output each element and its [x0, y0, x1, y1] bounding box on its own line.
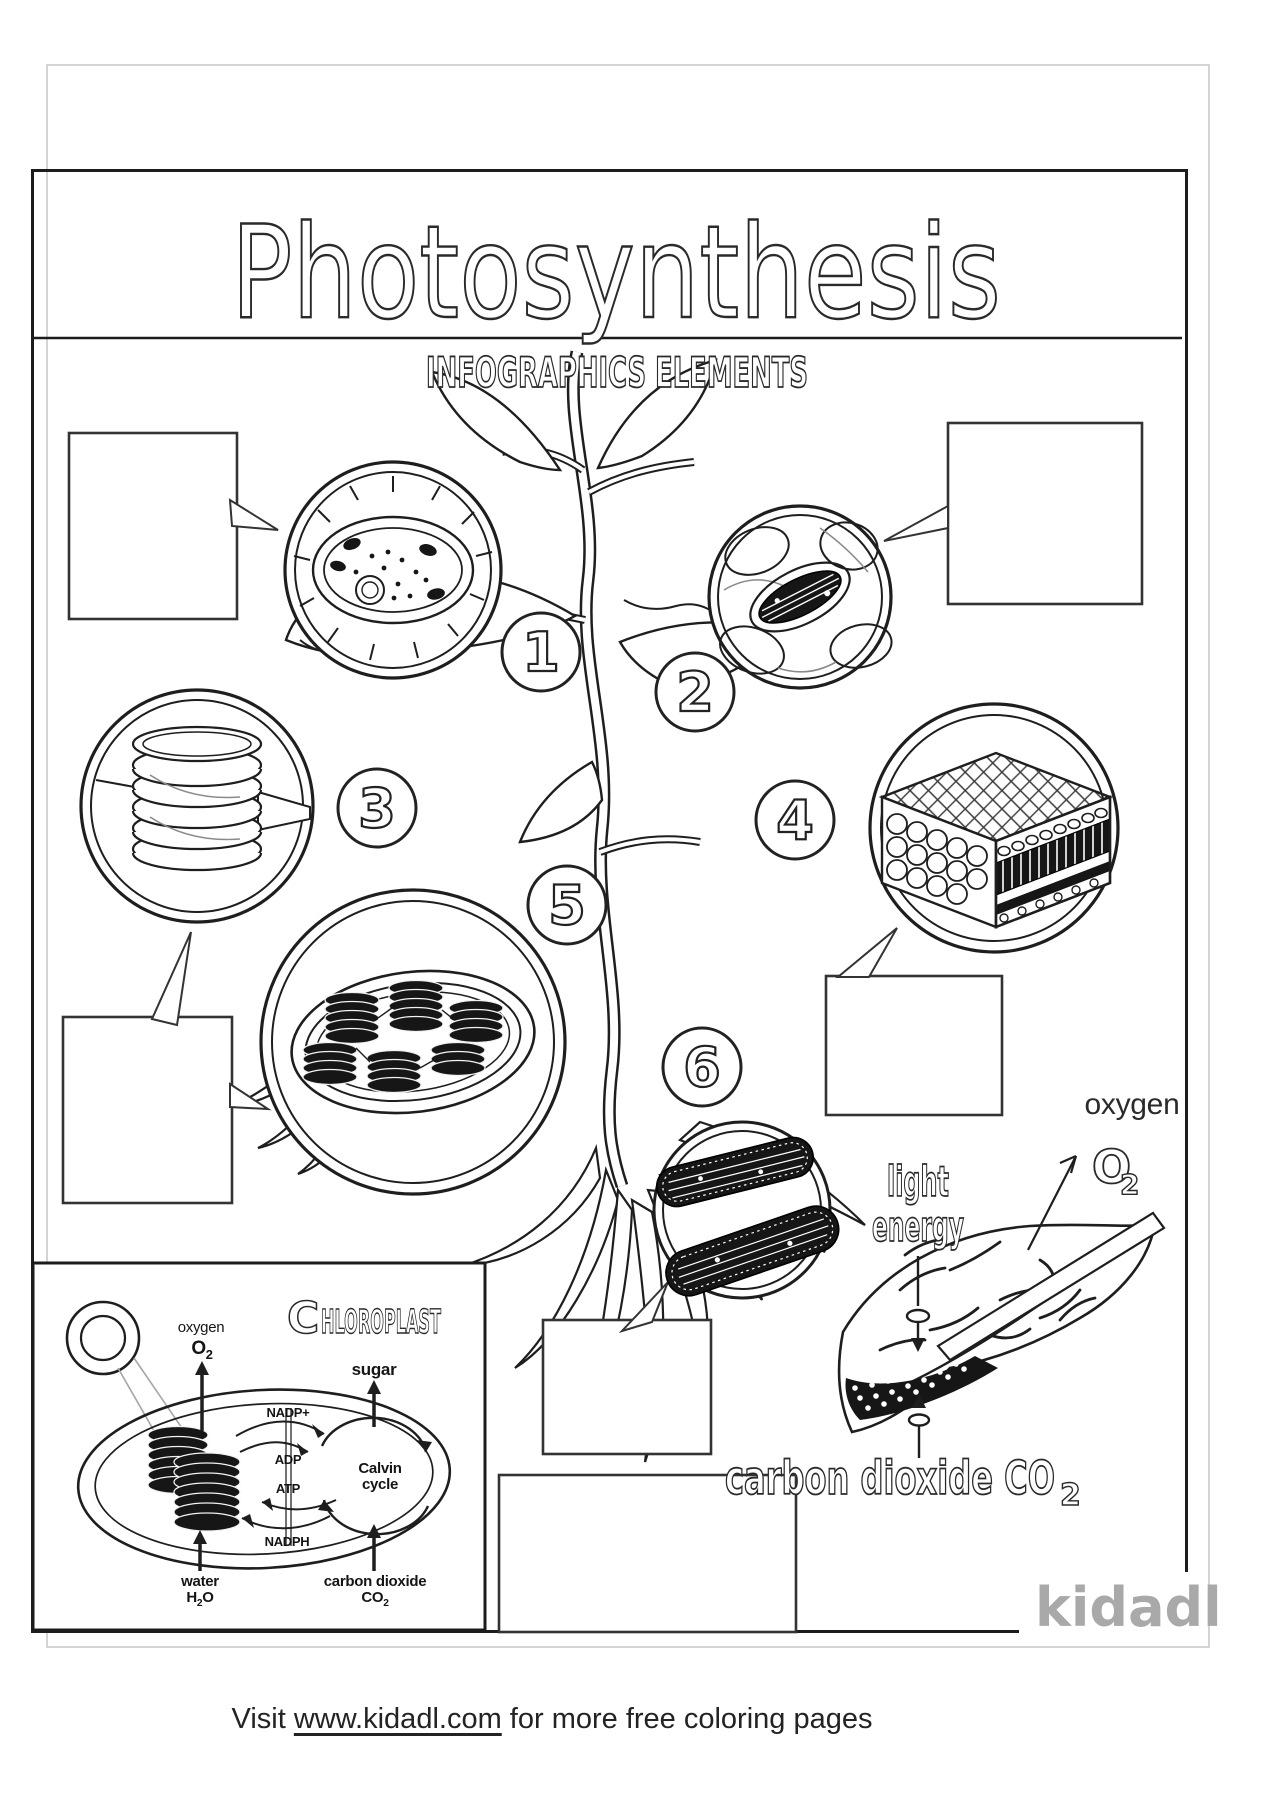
footer-text: Visit www.kidadl.com for more free color…: [152, 1703, 952, 1736]
chloroplast-title-initial: C: [287, 1293, 319, 1344]
panel-calvin-line1: Calvin: [358, 1460, 402, 1477]
panel-h2o: H2O: [168, 1589, 232, 1610]
cell-cross-section-circle: [707, 504, 893, 690]
marker-circle-1: [500, 611, 582, 693]
panel-o2-sub: 2: [205, 1346, 213, 1362]
panel-atp-label: ATP: [275, 1481, 301, 1496]
chloroplast-circle: [259, 888, 567, 1196]
panel-h2o-sub: 2: [196, 1598, 203, 1610]
co2-subscript: 2: [1060, 1478, 1081, 1513]
chloroplast-title-rest: HLOROPLAST: [321, 1302, 441, 1341]
panel-water-word: water: [181, 1573, 219, 1590]
label-box-4[interactable]: [824, 974, 1004, 1117]
substance-arrows: [193, 1361, 381, 1571]
panel-water-label: water H2O: [168, 1573, 232, 1610]
footer-suffix: for more free coloring pages: [501, 1703, 873, 1735]
oxygen-arrow: [1027, 1154, 1078, 1251]
marker-circle-5: [526, 864, 608, 946]
panel-o2-base: O: [191, 1338, 206, 1359]
label-box-1[interactable]: [67, 431, 239, 621]
panel-co2-base: CO: [361, 1589, 384, 1607]
light-energy-label-line2: energy: [872, 1202, 964, 1251]
label-box-2-pointer: [883, 504, 949, 542]
plant-cell-circle: [283, 460, 503, 680]
marker-number-5: 5: [548, 874, 586, 937]
panel-calvin-line2: cycle: [361, 1476, 399, 1494]
light-energy-arrow: [905, 1256, 931, 1352]
poster-subtitle: INFOGRAPHICS ELEMENTS: [426, 348, 808, 397]
granum-stacks: [147, 1425, 241, 1532]
label-box-2[interactable]: [946, 421, 1144, 606]
panel-o2-label: O2: [172, 1338, 232, 1362]
label-box-1-pointer: [228, 498, 279, 531]
oxygen-word-label: oxygen: [1084, 1088, 1180, 1121]
co2-label: carbon dioxide CO: [725, 1451, 1055, 1505]
panel-adp-label: ADP: [274, 1452, 302, 1467]
label-box-4-pointer: [835, 927, 898, 978]
two-chloroplasts-circle: [652, 1120, 840, 1300]
leaf-tissue-circle: [868, 702, 1120, 954]
panel-oxygen-label: oxygen: [177, 1319, 225, 1336]
panel-co2-label: carbon dioxide CO2: [305, 1573, 445, 1610]
marker-circle-2: [654, 651, 736, 733]
label-box-bottom[interactable]: [497, 1473, 798, 1634]
leaf-petiole: [936, 1211, 1166, 1362]
panel-sugar-label: sugar: [351, 1360, 397, 1379]
watermark-background: [1019, 1572, 1206, 1644]
chloroplast-panel: [31, 1261, 487, 1632]
label-boxes: [61, 421, 1144, 1634]
o2-label: O: [1092, 1140, 1131, 1194]
kidadl-watermark: kidadl: [1035, 1576, 1222, 1639]
co2-arrow: [907, 1394, 931, 1458]
marker-number-4: 4: [776, 789, 814, 852]
label-box-6-pointer: [618, 1281, 669, 1334]
panel-calvin-cycle-label: Calvin cycle: [340, 1460, 420, 1494]
label-box-6[interactable]: [541, 1318, 713, 1456]
poster-title: Photosynthesis: [231, 199, 1001, 348]
marker-number-3: 3: [358, 777, 396, 840]
kidadl-link[interactable]: www.kidadl.com: [293, 1703, 502, 1735]
marker-circle-3: [336, 767, 418, 849]
label-box-3[interactable]: [61, 1015, 234, 1205]
label-box-3-pointer-up: [150, 931, 192, 1027]
panel-nadp-label: NADP+: [266, 1405, 310, 1420]
footer-prefix: Visit: [231, 1703, 294, 1735]
panel-co2-formula: CO2: [305, 1589, 445, 1610]
panel-nadph-label: NADPH: [264, 1534, 310, 1549]
panel-co2-word: carbon dioxide: [323, 1573, 427, 1590]
label-box-3-pointer-right: [229, 1082, 272, 1111]
light-energy-label-line1: light: [887, 1157, 949, 1206]
panel-h2o-o: O: [202, 1589, 214, 1607]
sun-icon: [65, 1300, 141, 1376]
marker-number-1: 1: [522, 621, 560, 684]
panel-co2-sub: 2: [383, 1598, 389, 1610]
number-markers: 1 2 3 4 5 6: [336, 611, 836, 1108]
marker-circle-6: [661, 1026, 743, 1108]
leaf-gas-exchange: [837, 1154, 1166, 1458]
granum-circle: [79, 688, 315, 924]
marker-number-6: 6: [683, 1036, 721, 1099]
marker-number-2: 2: [676, 661, 714, 724]
o2-subscript: 2: [1120, 1168, 1139, 1201]
panel-h2o-h: H: [186, 1589, 197, 1607]
marker-circle-4: [754, 779, 836, 861]
